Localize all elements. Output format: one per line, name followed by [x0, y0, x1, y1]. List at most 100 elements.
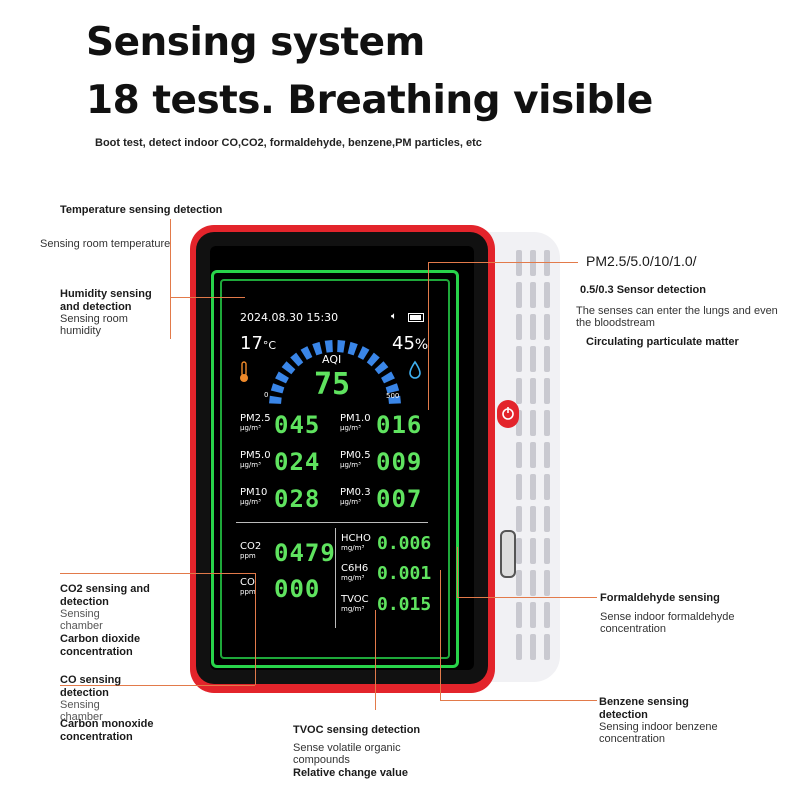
vent-slot	[516, 314, 522, 340]
screen-datetime: 2024.08.30 15:30	[240, 311, 339, 324]
benzene-callout-desc: Sensing indoor benzene concentration	[599, 721, 718, 745]
vent-slot	[530, 570, 536, 596]
screen-divider-h	[236, 522, 428, 523]
vent-slot	[516, 378, 522, 404]
vent-slot	[544, 634, 550, 660]
pm-unit: μg/m³	[340, 424, 361, 432]
hcho-unit: mg/m³	[341, 544, 365, 552]
vent-slot	[530, 634, 536, 660]
usb-port	[500, 530, 516, 578]
aqi-gauge-segment	[366, 352, 380, 367]
power-icon	[502, 407, 514, 420]
pm-label: PM0.3	[340, 487, 371, 498]
co2-callout-line	[60, 573, 255, 574]
speaker-icon: 🔈︎	[391, 311, 397, 322]
pm-label: PM0.5	[340, 450, 371, 461]
co2-callout-desc: Sensing chamber	[60, 608, 103, 632]
humidity-callout-title: Humidity sensing and detection	[60, 288, 152, 313]
pm-unit: μg/m³	[240, 424, 261, 432]
vent-slot	[544, 250, 550, 276]
hcho-value: 0.006	[377, 533, 432, 554]
vent-slot	[544, 506, 550, 532]
vent-slot	[516, 346, 522, 372]
aqi-gauge-segment	[324, 340, 333, 353]
formaldehyde-callout-desc: Sense indoor formaldehyde concentration	[600, 611, 735, 635]
aqi-min: 0	[264, 391, 269, 399]
pm-value: 016	[376, 411, 423, 439]
vent-slot	[530, 602, 536, 628]
co-unit: ppm	[240, 588, 256, 596]
aqi-gauge	[269, 340, 401, 404]
humidity-unit: %	[414, 337, 429, 353]
c6h6-label: C6H6	[341, 563, 369, 574]
headline-line2: 18 tests. Breathing visible	[86, 78, 653, 123]
aqi-gauge-segment	[381, 371, 395, 384]
water-drop-icon	[409, 360, 421, 379]
formaldehyde-callout-line-h	[457, 597, 597, 598]
pm-value: 007	[376, 485, 423, 513]
pm-cell: PM0.3 μg/m³ 007	[340, 485, 421, 513]
display-frame-inner	[220, 279, 450, 659]
co2-callout-desc2: Carbon dioxide concentration	[60, 633, 141, 658]
benzene-callout-title: Benzene sensing detection	[599, 696, 689, 721]
vent-slot	[530, 474, 536, 500]
formaldehyde-callout-line-v	[457, 547, 458, 597]
aqi-max: 500	[386, 392, 400, 400]
vent-slot	[516, 442, 522, 468]
vent-slot	[516, 410, 522, 436]
headline-subtitle: Boot test, detect indoor CO,CO2, formald…	[95, 137, 482, 149]
vent-slot	[530, 538, 536, 564]
vent-slot	[544, 538, 550, 564]
co-callout-line-v	[255, 573, 256, 685]
screen-divider-v	[335, 528, 336, 628]
vent-slot	[516, 634, 522, 660]
aqi-gauge-segment	[281, 361, 296, 375]
tvoc-callout-line	[375, 610, 376, 710]
co-callout-line	[60, 685, 255, 686]
tvoc-cell: TVOC mg/m³ 0.015	[341, 594, 431, 615]
co-callout-desc: Sensing chamber	[60, 699, 103, 723]
benzene-callout-line-h	[440, 700, 597, 701]
pm-value: 045	[274, 411, 321, 439]
display-frame-outer	[211, 270, 459, 668]
vent-slot	[516, 538, 522, 564]
co2-cell: CO2 ppm 0479	[240, 539, 335, 567]
pm-label: PM1.0	[340, 413, 371, 424]
humidity-callout-desc: Sensing room humidity	[60, 313, 128, 337]
co2-callout-title: CO2 sensing and detection	[60, 583, 150, 608]
vent-slot	[544, 314, 550, 340]
aqi-gauge-segment	[269, 395, 282, 404]
tvoc-value: 0.015	[377, 594, 432, 615]
humidity-callout-line	[170, 297, 245, 298]
aqi-label: AQI	[322, 353, 342, 366]
vent-slot	[544, 474, 550, 500]
pm-value: 009	[376, 448, 423, 476]
aqi-gauge-segment	[337, 340, 346, 353]
tvoc-label: TVOC	[341, 594, 369, 605]
pm-unit: μg/m³	[240, 498, 261, 506]
aqi-value: 75	[314, 367, 351, 402]
pm-value: 024	[274, 448, 321, 476]
c6h6-value: 0.001	[377, 563, 432, 584]
aqi-gauge-segment	[357, 346, 370, 360]
tvoc-callout-title: TVOC sensing detection	[293, 724, 421, 736]
pm-value: 028	[274, 485, 321, 513]
benzene-callout-line-v	[440, 570, 441, 700]
pm-label: PM10	[240, 487, 268, 498]
humidity-number: 45	[392, 333, 415, 354]
vent-slot	[530, 378, 536, 404]
pm-cell: PM1.0 μg/m³ 016	[340, 411, 421, 439]
temperature-unit: °C	[262, 339, 277, 352]
hcho-label: HCHO	[341, 533, 371, 544]
pm-callout-desc: The senses can enter the lungs and even …	[576, 305, 778, 329]
aqi-gauge-segment	[270, 383, 285, 394]
hcho-cell: HCHO mg/m³ 0.006	[341, 533, 431, 554]
vent-slot	[544, 602, 550, 628]
pm-callout-line-v	[428, 262, 429, 410]
power-button[interactable]	[497, 400, 519, 428]
pm-unit: μg/m³	[340, 461, 361, 469]
co-cell: CO ppm 000	[240, 575, 319, 603]
pm-callout-title-l2: 0.5/0.3 Sensor detection	[580, 284, 706, 296]
vent-slot	[516, 602, 522, 628]
pm-unit: μg/m³	[340, 498, 361, 506]
